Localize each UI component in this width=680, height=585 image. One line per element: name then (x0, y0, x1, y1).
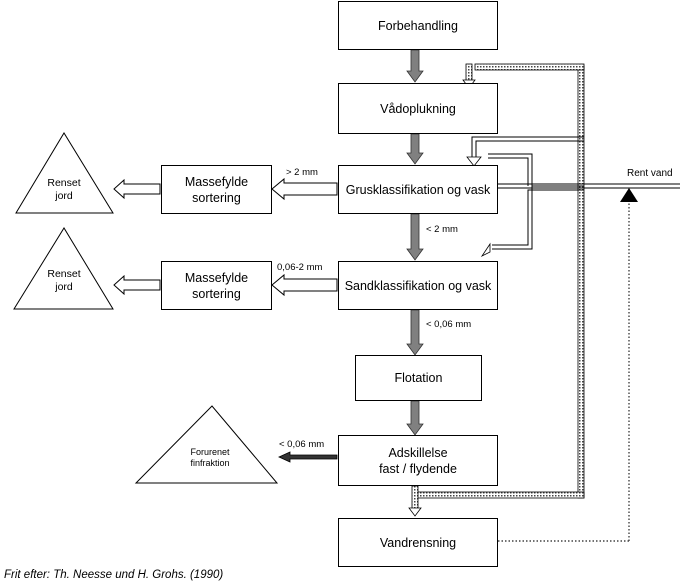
massefylde-1-label-a: Massefylde (184, 174, 249, 189)
label-gt-2mm: > 2 mm (286, 167, 318, 178)
grus-label: Grusklassifikation og vask (345, 182, 491, 197)
label-lt-006mm-adskillelse: < 0,06 mm (279, 439, 325, 450)
box-adskillelse: Adskillelse fast / flydende (338, 435, 498, 486)
side-arrows (113, 177, 338, 297)
massefylde-2-label-a: Massefylde (184, 270, 249, 285)
vadoplukning-label: Vådoplukning (380, 101, 456, 116)
flotation-label: Flotation (394, 371, 443, 385)
arrow-flotation-adskillelse (406, 400, 424, 436)
main-flow-arrows (406, 49, 424, 436)
vandrensning-output (498, 200, 630, 542)
arrow-grus-massefylde (271, 177, 338, 201)
forurenet-text-a: Forurenet (190, 447, 230, 457)
renset-jord-triangle-1 (15, 132, 114, 214)
adskillelse-label-2: fast / flydende (379, 461, 457, 476)
sand-label: Sandklassifikation og vask (344, 278, 492, 293)
box-vandrensning: Vandrensning (338, 518, 498, 567)
arrow-sand-flotation (406, 309, 424, 356)
rent-vand-label: Rent vand (627, 168, 673, 179)
renset-jord-2-label: Renset jord (24, 268, 104, 294)
renset-2-text-b: jord (55, 281, 73, 293)
rent-vand-line (474, 183, 680, 189)
arrow-sand-massefylde (271, 273, 338, 297)
box-vadoplukning: Vådoplukning (338, 83, 498, 134)
arrow-vadoplukning-grus (406, 133, 424, 165)
renset-1-text-a: Renset (47, 177, 81, 189)
renset-jord-1-label: Renset jord (24, 177, 104, 203)
arrow-massefylde-renset-1 (113, 178, 161, 200)
box-massefylde-2: Massefylde sortering (161, 261, 272, 310)
box-massefylde-1: Massefylde sortering (161, 165, 272, 214)
label-lt-006mm-sand: < 0,06 mm (426, 319, 472, 330)
adskillelse-label-1: Adskillelse (388, 445, 448, 460)
forurenet-label: Forurenet finfraktion (170, 447, 250, 469)
forbehandling-label: Forbehandling (378, 18, 458, 33)
arrow-massefylde-renset-2 (113, 274, 161, 296)
label-lt-2mm: < 2 mm (426, 224, 458, 235)
rent-vand-triangle (620, 188, 638, 202)
box-forbehandling: Forbehandling (338, 1, 498, 50)
box-sandklassifikation: Sandklassifikation og vask (338, 261, 498, 310)
arrow-adskillelse-forurenet (278, 451, 338, 463)
forurenet-text-b: finfraktion (190, 458, 230, 468)
label-006-2mm: 0,06-2 mm (277, 262, 323, 273)
forurenet-triangle (134, 405, 279, 484)
massefylde-1-label-b: sortering (192, 190, 241, 205)
renset-2-text-a: Renset (47, 268, 81, 280)
arrow-forbehandling-vadoplukning (406, 49, 424, 83)
renset-1-text-b: jord (55, 190, 73, 202)
box-grusklassifikation: Grusklassifikation og vask (338, 165, 498, 214)
source-caption: Frit efter: Th. Neesse und H. Grohs. (19… (4, 569, 224, 581)
arrow-grus-sand (406, 213, 424, 261)
box-flotation: Flotation (355, 355, 482, 401)
vandrensning-label: Vandrensning (379, 535, 457, 550)
renset-jord-triangle-2 (13, 227, 114, 310)
massefylde-2-label-b: sortering (192, 286, 241, 301)
water-return-line (408, 63, 585, 517)
